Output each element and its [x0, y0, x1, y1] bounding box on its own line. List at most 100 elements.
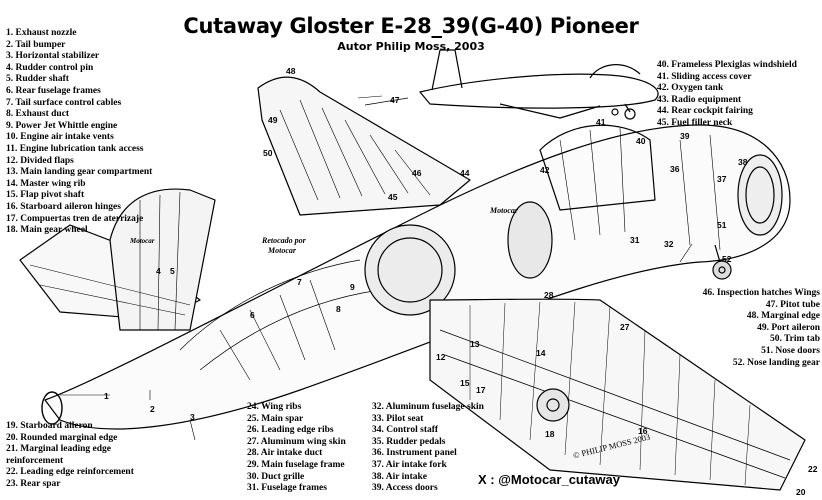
callout-16: 16	[638, 426, 648, 436]
legend-item: 27. Aluminum wing skin	[247, 436, 346, 447]
callout-37: 37	[717, 174, 727, 184]
legend-item: 29. Main fuselage frame	[247, 459, 345, 470]
page-subtitle: Autor Philip Moss, 2003	[337, 40, 485, 53]
legend-item: 2. Tail bumper	[6, 39, 66, 50]
callout-8: 8	[336, 304, 341, 314]
legend-item: 15. Flap pivot shaft	[6, 190, 85, 201]
legend-item: 34. Control staff	[372, 425, 439, 436]
legend-item: 7. Tail surface control cables	[6, 97, 122, 108]
legend-item: 8. Exhaust duct	[6, 109, 70, 120]
legend-item: 23. Rear spar	[6, 478, 61, 489]
legend-item: 18. Main gear wheel	[6, 225, 88, 236]
legend-item: 19. Starboard aileron	[6, 421, 93, 431]
callout-12: 12	[436, 352, 446, 362]
callout-28: 28	[544, 290, 554, 300]
callout-3: 3	[190, 412, 195, 422]
starboard-wing	[429, 298, 806, 491]
legend-item: 39. Access doors	[372, 483, 438, 494]
callout-22: 22	[808, 464, 818, 474]
legend-item: 50. Trim tab	[769, 334, 820, 345]
legend-item: 6. Rear fuselage frames	[6, 85, 101, 96]
legend-item: 30. Duct grille	[247, 471, 305, 482]
legend-item: 13. Main landing gear compartment	[6, 167, 153, 178]
legend-item: 20. Rounded marginal edge	[6, 432, 118, 443]
legend-item: 21. Marginal leading edge reinforcement	[6, 444, 112, 466]
legend-item: 52. Nose landing gear	[732, 357, 820, 368]
legend-item: 5. Rudder shaft	[6, 74, 69, 85]
callout-5: 5	[170, 266, 175, 276]
legend-item: 35. Rudder pedals	[372, 436, 446, 447]
callout-6: 6	[250, 310, 255, 320]
legend-item: 14. Master wing rib	[6, 178, 86, 189]
callout-41: 41	[596, 117, 606, 127]
callout-31: 31	[630, 235, 640, 245]
callout-18: 18	[545, 429, 555, 439]
callout-42: 42	[540, 165, 550, 175]
fuselage	[41, 124, 791, 430]
legend-item: 44. Rear cockpit fairing	[657, 106, 753, 117]
callout-45: 45	[388, 192, 398, 202]
legend-item: 11. Engine lubrication tank access	[6, 143, 144, 154]
callout-15: 15	[460, 378, 470, 388]
legend-item: 33. Pilot seat	[372, 413, 424, 424]
legend-item: 17. Compuertas tren de aterrizaje	[6, 213, 144, 224]
legend-item: 4. Rudder control pin	[6, 62, 94, 73]
legend-item: 48. Marginal edge	[746, 311, 820, 322]
callout-32: 32	[664, 239, 674, 249]
callout-20: 20	[796, 487, 806, 497]
callout-36: 36	[670, 164, 680, 174]
leader-lines	[60, 95, 693, 441]
legend-item: 43. Radio equipment	[657, 94, 742, 105]
callout-38: 38	[738, 157, 748, 167]
legend-item: 51. Nose doors	[761, 345, 820, 356]
callout-40: 40	[636, 136, 646, 146]
callout-44: 44	[460, 168, 470, 178]
legend-item: 22. Leading edge reinforcement	[6, 467, 134, 478]
callout-1: 1	[104, 391, 109, 401]
tail-assembly	[19, 188, 216, 331]
legend-item: 16. Starboard aileron hinges	[6, 201, 121, 212]
legend-item: 28. Air intake duct	[247, 448, 323, 459]
callout-27: 27	[620, 322, 630, 332]
legend-item: 36. Instrument panel	[372, 448, 457, 459]
callout-14: 14	[536, 348, 546, 358]
fuselage-marking: Motocar	[489, 206, 519, 215]
page-title: Cutaway Gloster E-28_39(G-40) Pioneer	[183, 14, 639, 38]
legend-item: 32. Aluminum fuselage skin	[372, 402, 484, 412]
retouch-credit: Retocado por	[262, 236, 306, 245]
port-wing	[257, 76, 471, 216]
legend-item: 45. Fuel filler neck	[657, 117, 733, 128]
legend-item: 37. Air intake fork	[372, 459, 447, 470]
side-view-sketch	[419, 49, 659, 120]
callout-48: 48	[286, 66, 296, 76]
tail-marking: Motocar	[129, 237, 155, 245]
callout-39: 39	[680, 131, 690, 141]
callout-50: 50	[263, 148, 273, 158]
legend-item: 3. Horizontal stabilizer	[6, 51, 100, 62]
legend-item: 12. Divided flaps	[6, 155, 74, 166]
legend-item: 24. Wing ribs	[247, 402, 302, 412]
legend-item: 31. Fuselage frames	[247, 483, 327, 494]
callout-9: 9	[350, 282, 355, 292]
callout-17: 17	[476, 385, 486, 395]
retouch-signature: Motocar	[268, 246, 296, 255]
callout-numbers: 1 2 3 4 5 6 7 8 9 12 13 14 15 16 17 18 2…	[104, 66, 818, 497]
legend-item: 42. Oxygen tank	[657, 83, 724, 94]
callout-46: 46	[412, 168, 422, 178]
callout-4: 4	[156, 266, 161, 276]
legend-item: 1. Exhaust nozzle	[6, 28, 77, 38]
callout-52: 52	[722, 254, 732, 264]
callout-7: 7	[297, 277, 302, 287]
callout-13: 13	[470, 339, 480, 349]
social-handle: X : @Motocar_cutaway	[478, 472, 620, 487]
legend-item: 38. Air intake	[372, 471, 427, 482]
legend-item: 26. Leading edge ribs	[247, 425, 334, 436]
legend-item: 47. Pitot tube	[765, 299, 820, 310]
legend-item: 49. Port aileron	[757, 322, 820, 333]
